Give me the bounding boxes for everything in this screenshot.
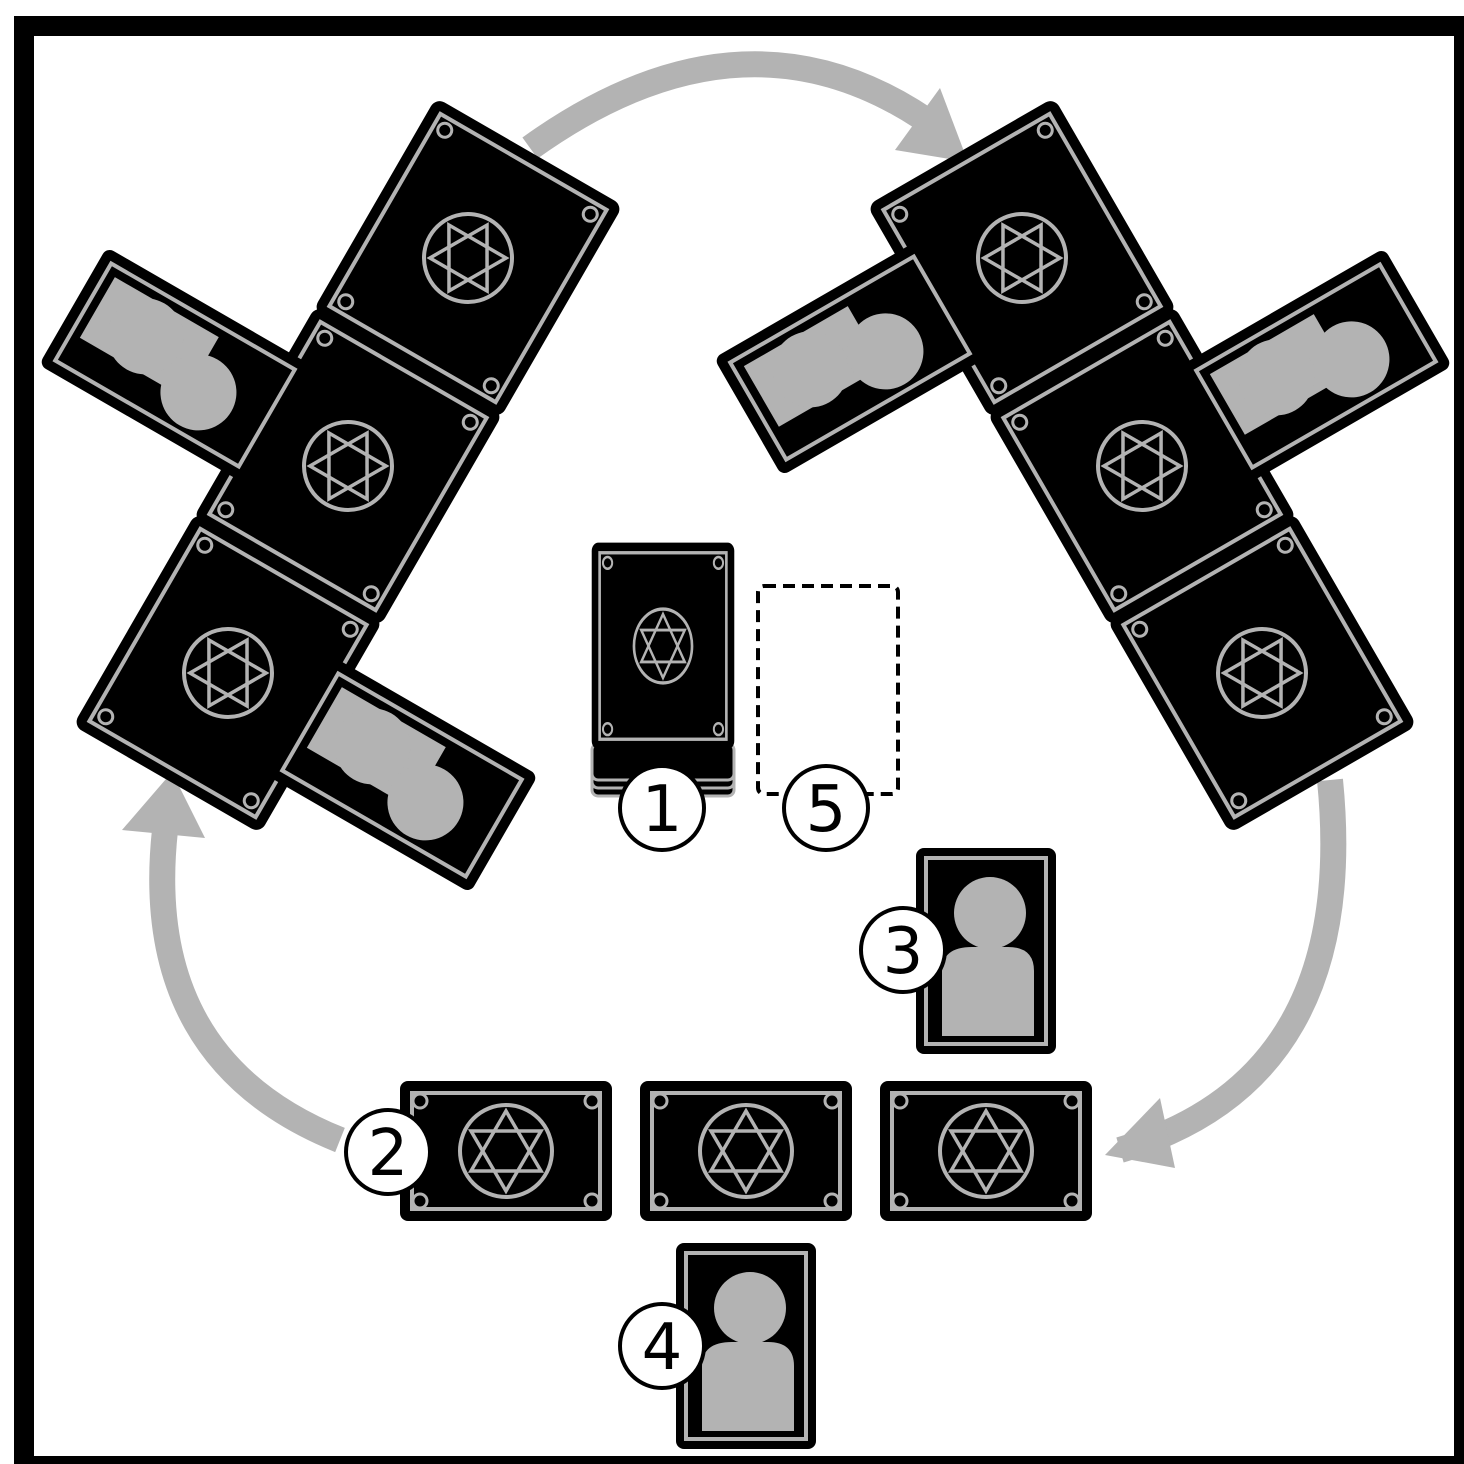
marker-1: 1 xyxy=(618,764,706,852)
board-frame xyxy=(14,16,1464,1464)
svg-text:3: 3 xyxy=(883,915,924,989)
marker-4: 4 xyxy=(618,1302,706,1390)
marker-2: 2 xyxy=(344,1108,432,1196)
arrow-top xyxy=(522,51,948,159)
svg-text:2: 2 xyxy=(368,1117,409,1191)
svg-text:5: 5 xyxy=(806,773,847,847)
marker-3: 3 xyxy=(859,906,947,994)
marker-5: 5 xyxy=(782,764,870,852)
player-top-left xyxy=(36,95,626,895)
discard-slot[interactable] xyxy=(756,584,900,796)
arrow-heads xyxy=(122,88,1175,1168)
turn-arrows xyxy=(149,51,1347,1163)
card-back-icon[interactable] xyxy=(878,1079,1094,1223)
player-bottom-hand xyxy=(398,1079,1094,1223)
deck-card-back-icon xyxy=(590,540,736,752)
svg-text:4: 4 xyxy=(642,1311,683,1385)
arrow-left xyxy=(149,828,345,1153)
draw-deck[interactable] xyxy=(590,540,736,798)
card-back-icon[interactable] xyxy=(638,1079,854,1223)
svg-text:1: 1 xyxy=(642,773,683,847)
arrow-right xyxy=(1116,778,1347,1163)
